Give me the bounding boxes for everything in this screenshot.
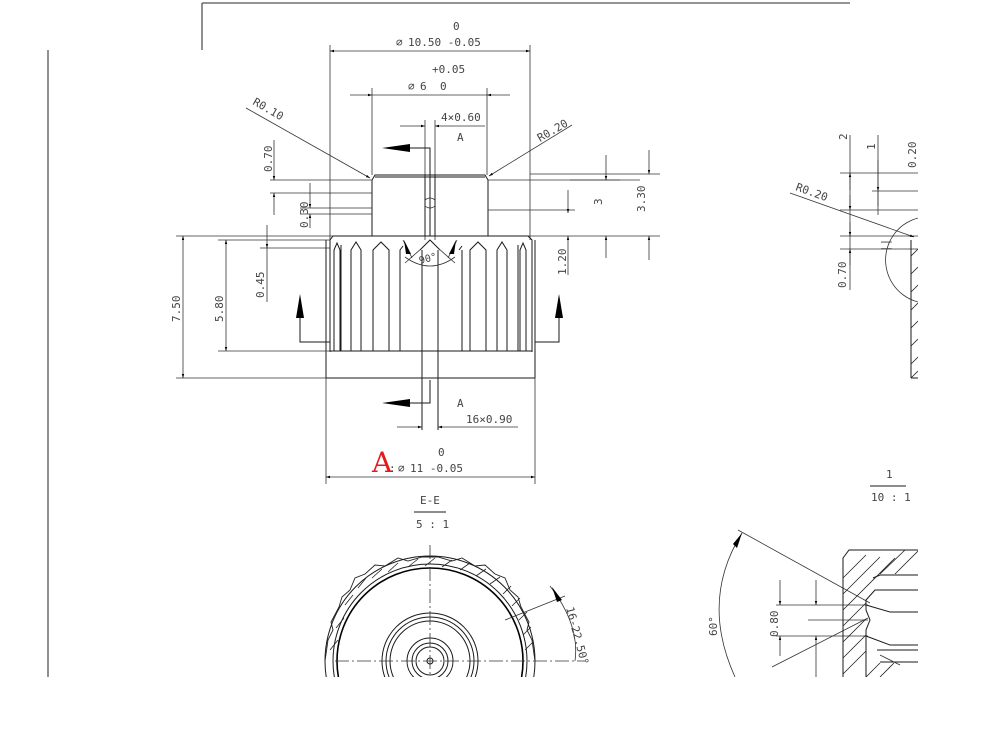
dim-030: 0.30 [298, 202, 311, 229]
knurl-hatch [329, 557, 534, 651]
dim-d1050: 10.50 -0.05 [408, 36, 481, 49]
dim-r010: R0.10 [251, 95, 286, 123]
section-ee-view: 16-22.50° [324, 545, 591, 677]
diameter-symbol: ∅ [398, 462, 405, 475]
dim-330: 3.30 [635, 186, 648, 213]
section-ee-scale: 5 : 1 [416, 518, 449, 531]
dim-detail-2: 2 [837, 133, 850, 140]
slot-ref-a-bottom: A [457, 397, 464, 410]
dim-r020: R0.20 [535, 117, 570, 145]
dim-d6: 6 [420, 80, 427, 93]
dim-d1050-tol-top: 0 [453, 20, 460, 33]
dim-d11-tol-top: 0 [438, 446, 445, 459]
dim-d6-tol-lower: 0 [440, 80, 447, 93]
detail-1-view: 2 1 0.20 0.70 R0.20 || [789, 133, 919, 379]
detail-1-label: 1 10 : 1 [870, 468, 911, 504]
dim-120: 1.20 [556, 249, 569, 276]
dim-4x060: 4×0.60 [441, 111, 481, 124]
thread-detail-view: 60° 0.80 [707, 529, 918, 677]
dim-16x090: 16×0.90 [466, 413, 512, 426]
detail-1-scale: 10 : 1 [871, 491, 911, 504]
dim-070: 0.70 [262, 146, 275, 173]
dim-thread-60: 60° [707, 616, 720, 636]
dim-angle-90: 90° [418, 252, 438, 267]
dim-detail-ll: || [879, 239, 892, 252]
dim-3: 3 [592, 198, 605, 205]
dim-16-2250: 16-22.50° [563, 605, 591, 666]
dim-thread-080: 0.80 [768, 611, 781, 638]
knurl-teeth [330, 239, 532, 352]
slot-ref-a-top: A [457, 131, 464, 144]
dim-detail-1: 1 [865, 143, 878, 150]
dim-580: 5.80 [213, 296, 226, 323]
dim-d6-tol-upper: +0.05 [432, 63, 465, 76]
diameter-symbol: ∅ [408, 80, 415, 93]
callout-marker-a: A [371, 446, 393, 479]
sheet-frame [47, 2, 850, 677]
callout-colon: : [389, 462, 396, 475]
main-section-view: 0 ∅ 10.50 -0.05 +0.05 ∅ 6 0 4×0.60 A R0.… [170, 20, 660, 531]
section-ee-label: E-E [420, 494, 440, 507]
dim-detail-020: 0.20 [906, 142, 919, 169]
diameter-symbol: ∅ [396, 36, 403, 49]
dim-045: 0.45 [254, 272, 267, 299]
dim-d11: 11 -0.05 [410, 462, 463, 475]
detail-1-id: 1 [886, 468, 893, 481]
dim-detail-070: 0.70 [836, 262, 849, 289]
dim-750: 7.50 [170, 296, 183, 323]
